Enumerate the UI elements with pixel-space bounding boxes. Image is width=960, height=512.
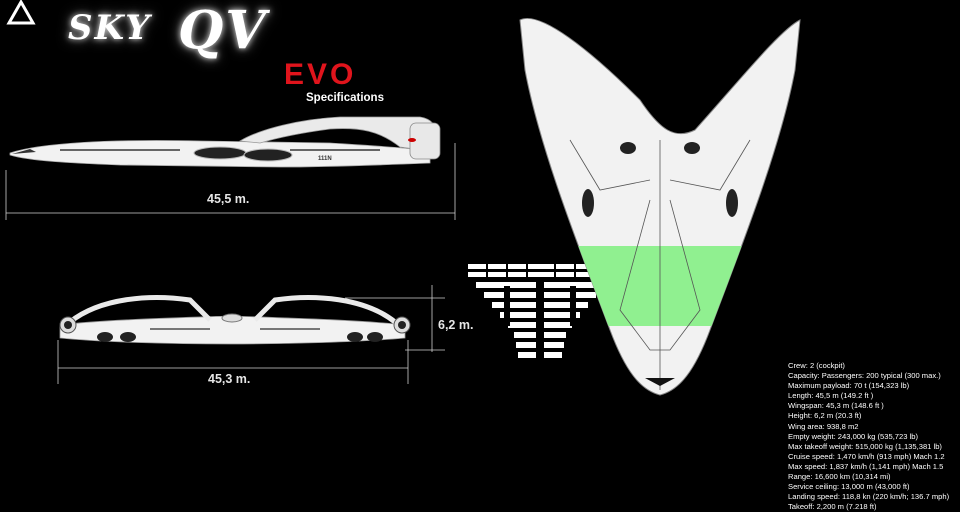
- spec-line: Takeoff: 2,200 m (7.218 ft): [788, 502, 877, 512]
- length-dimension-line: [5, 143, 456, 220]
- aircraft-marking: 111N: [318, 156, 332, 162]
- spec-line: Landing speed: 118,8 kn (220 km/h; 136.7…: [788, 492, 950, 502]
- side-view-aircraft: 111N: [9, 116, 441, 168]
- spec-line: Crew: 2 (cockpit): [788, 361, 845, 370]
- logo-evo: EVO: [284, 58, 357, 91]
- front-view-aircraft: [59, 295, 411, 345]
- logo-qv: QV: [178, 0, 268, 61]
- specifications-list: Crew: 2 (cockpit) Capacity: Passengers: …: [788, 361, 949, 512]
- top-view-aircraft: [519, 18, 801, 396]
- spec-line: Range: 16,600 km (10,314 mi): [788, 472, 891, 482]
- spec-line: Height: 6,2 m (20.3 ft): [788, 411, 862, 421]
- wingspan-dimension-line: [57, 340, 409, 384]
- wingspan-label: 45,3 m.: [208, 372, 251, 386]
- spec-line: Wingspan: 45,3 m (148.6 ft ): [788, 401, 884, 411]
- top-view-diagram: [519, 18, 801, 396]
- spec-line: Wing area: 938,8 m2: [788, 421, 859, 431]
- specifications-heading: Specifications: [306, 92, 384, 104]
- seating-plan-icon: [468, 264, 612, 358]
- height-dimension-line: [345, 285, 445, 352]
- spec-line: Service ceiling: 13,000 m (43,000 ft): [788, 482, 910, 492]
- height-label: 6,2 m.: [438, 318, 474, 332]
- spec-line: Empty weight: 243,000 kg (535,723 lb): [788, 431, 919, 441]
- spec-line: Capacity: Passengers: 200 typical (300 m…: [788, 371, 941, 381]
- spec-line: Cruise speed: 1,470 km/h (913 mph) Mach …: [788, 451, 945, 461]
- length-label: 45,5 m.: [207, 192, 250, 206]
- spec-line: Max speed: 1,837 km/h (1,141 mph) Mach 1…: [788, 461, 944, 471]
- side-view-diagram: 111N: [5, 116, 456, 220]
- spec-line: Max takeoff weight: 515,000 kg (1,135,38…: [788, 441, 942, 451]
- spec-line: Maximum payload: 70 t (154,323 lb): [788, 381, 910, 391]
- triangle-logo-icon: [6, 0, 36, 25]
- logo-sky: SKY: [68, 8, 152, 48]
- spec-line: Length: 45,5 m (149.2 ft ): [788, 391, 874, 401]
- front-view-diagram: [57, 285, 445, 384]
